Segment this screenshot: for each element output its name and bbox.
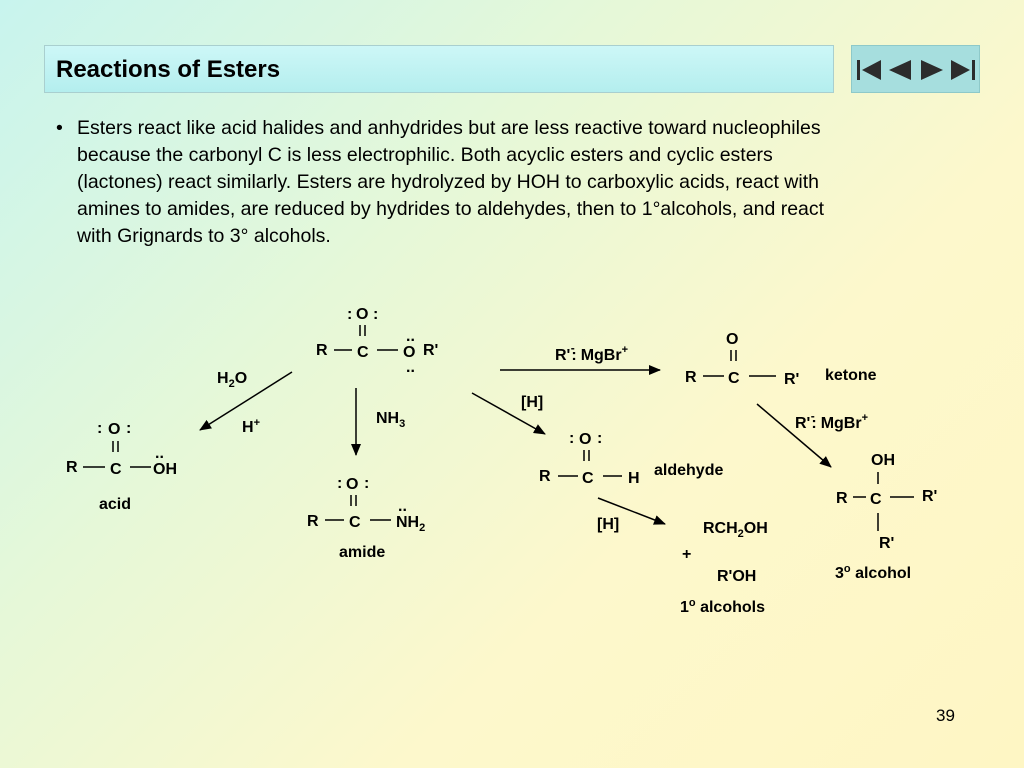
bullet-line: (lactones) react similarly. Esters are h… [77,171,819,193]
lone-pair-dots: : [126,420,131,437]
aldehyde-structure: : O : R C H aldehyde [539,430,723,487]
next-slide-icon[interactable] [918,57,946,83]
slide-navigation [851,45,980,93]
plus-sign: + [682,546,691,563]
first-slide-icon[interactable] [855,57,883,83]
acid-r-group: R [66,459,78,476]
primary-alcohols-products: RCH2OH + R'OH 1o alcohols [680,520,768,616]
rch2oh-product: RCH2OH [703,520,768,540]
lone-pair-dots: .. [406,328,415,345]
amide-structure: : O : R C .. NH2 amide [307,475,425,561]
acid-catalyst: H+ [242,417,260,436]
arrow-hydrolysis [199,371,293,431]
aminolysis-reagent: NH3 [376,410,405,430]
bullet-line: Esters react like acid halides and anhyd… [77,117,821,139]
title-bar: Reactions of Esters [44,45,834,93]
ester-ether-oxygen: O [403,344,415,361]
ester-carbon: C [357,344,369,361]
aldehyde-oxygen: O [579,431,591,448]
bullet-line: with Grignards to 3° alcohols. [77,225,331,247]
arrow-grignard-to-tertiary-alcohol [756,403,832,468]
bullet-symbol: • [56,117,63,139]
amide-label: amide [339,544,385,561]
grignard-reagent-1: R':-MgBr+ [555,341,628,364]
arrow-reduction-to-alcohols [597,497,666,525]
ester-structure: : O : R C O .. .. R' [316,306,438,376]
grignard-reagent-2: R':-MgBr+ [795,409,868,432]
aldehyde-label: aldehyde [654,462,723,479]
bullet-line: because the carbonyl C is less electroph… [77,144,773,166]
bullet-text: Esters react like acid halides and anhyd… [77,115,966,250]
ester-carbonyl-oxygen: O [356,306,368,323]
acid-carbon: C [110,461,122,478]
reduction-reagent-1: [H] [521,394,543,411]
reduction-reagent-2: [H] [597,516,619,533]
tertiary-carbon: C [870,491,882,508]
last-slide-icon[interactable] [949,57,977,83]
primary-alcohols-label: 1o alcohols [680,597,765,616]
bullet-line: amines to amides, are reduced by hydride… [77,198,825,220]
lone-pair-dots: : [337,475,342,492]
lone-pair-dots: : [373,306,378,323]
aldehyde-hydrogen: H [628,470,640,487]
ketone-r-group: R [685,369,697,386]
acid-hydroxyl: OH [153,461,177,478]
ketone-structure: O R C R' ketone [685,331,877,388]
ketone-oxygen: O [726,331,738,348]
aldehyde-r-group: R [539,468,551,485]
ketone-carbon: C [728,370,740,387]
slide-title: Reactions of Esters [56,56,281,83]
lone-pair-dots: .. [155,445,164,462]
rprime-oh-product: R'OH [717,568,756,585]
tertiary-alcohol-structure: OH R C R' R' 3o alcohol [835,452,937,582]
tertiary-alcohol-label: 3o alcohol [835,563,911,582]
amide-oxygen: O [346,476,358,493]
page-number: 39 [936,706,955,725]
tertiary-r-prime-2: R' [879,535,894,552]
ester-r-group: R [316,342,328,359]
tertiary-r-prime-1: R' [922,488,937,505]
aldehyde-carbon: C [582,470,594,487]
amide-amino-group: NH2 [396,514,425,534]
lone-pair-dots: : [569,430,574,447]
ketone-r-prime: R' [784,371,799,388]
lone-pair-dots: : [347,306,352,323]
lone-pair-dots: .. [398,498,407,515]
arrow-reduction-to-aldehyde [471,392,546,435]
lone-pair-dots: : [97,420,102,437]
tertiary-r-group: R [836,490,848,507]
bullet-paragraph: • Esters react like acid halides and anh… [56,115,966,250]
ester-r-prime: R' [423,342,438,359]
previous-slide-icon[interactable] [886,57,914,83]
ketone-label: ketone [825,367,877,384]
hydrolysis-reagent: H2O [217,370,247,390]
acid-oxygen: O [108,421,120,438]
lone-pair-dots: : [364,475,369,492]
lone-pair-dots: : [597,430,602,447]
acid-structure: : O : R C .. OH acid [66,420,177,513]
amide-r-group: R [307,513,319,530]
amide-carbon: C [349,514,361,531]
tertiary-hydroxyl: OH [871,452,895,469]
acid-label: acid [99,496,131,513]
lone-pair-dots: .. [406,359,415,376]
